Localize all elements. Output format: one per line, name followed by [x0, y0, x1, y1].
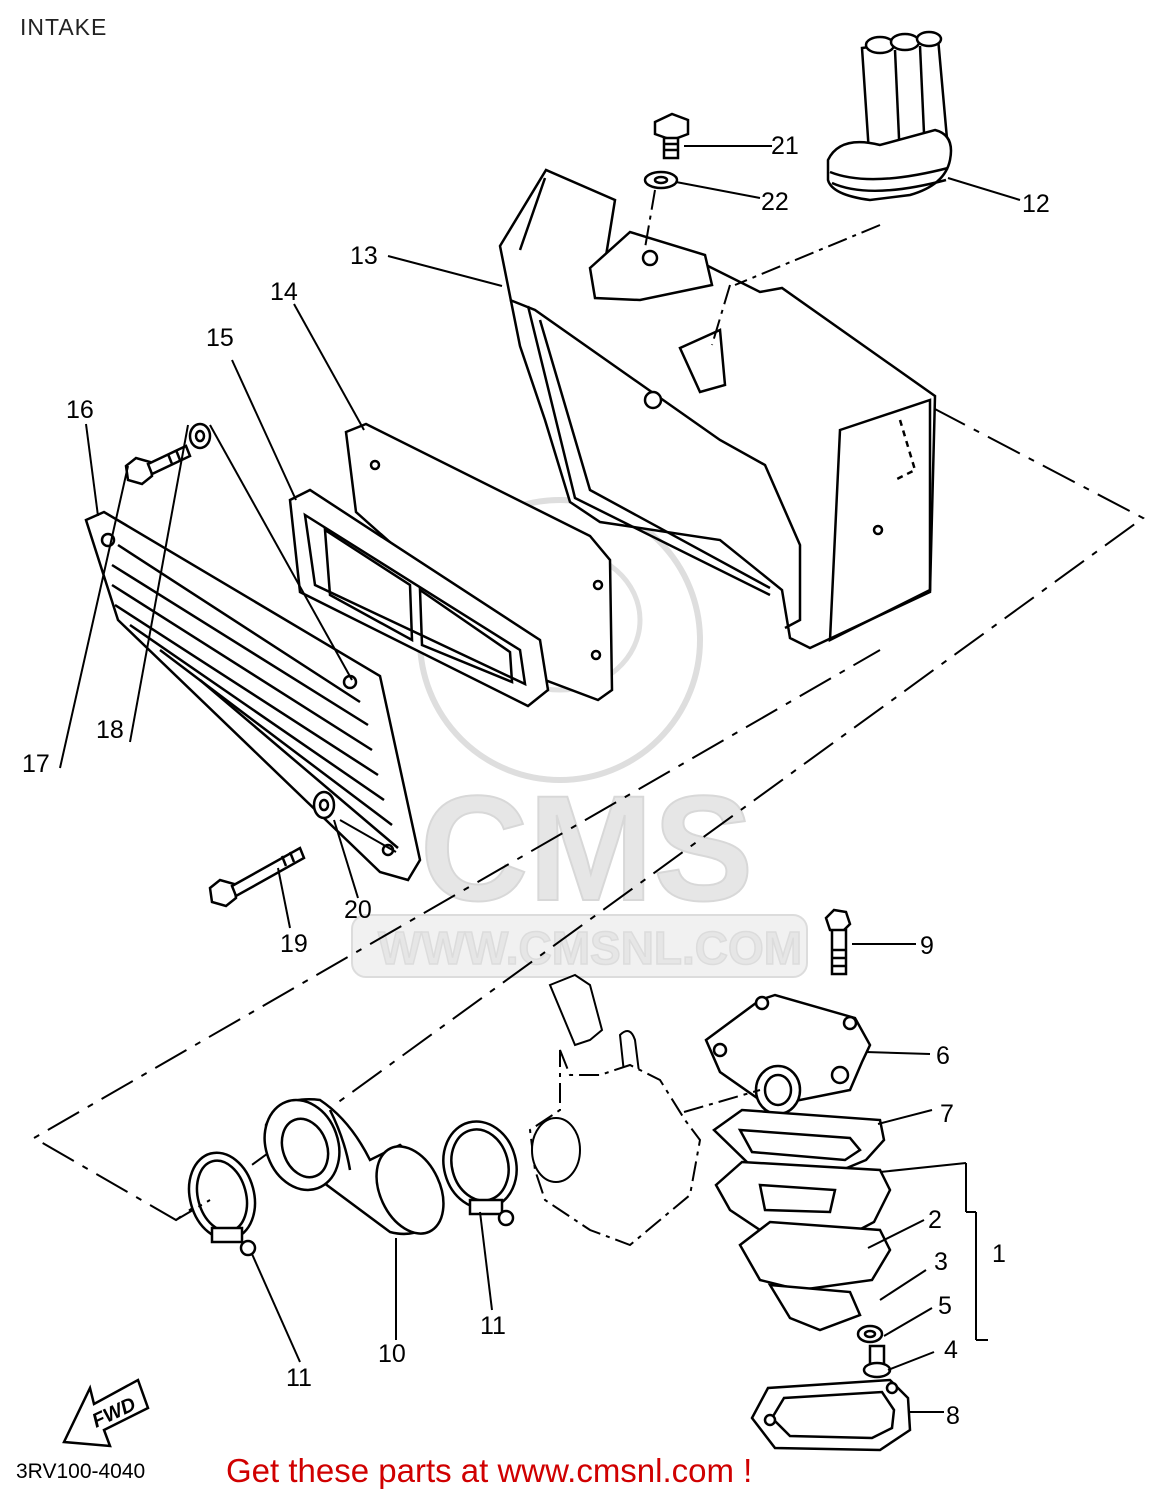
part-7-gasket	[712, 1108, 886, 1172]
carburetor-outline	[528, 973, 702, 1247]
watermark-logo: CMS	[420, 764, 753, 932]
callout-2: 2	[928, 1206, 942, 1234]
part-11-clamp-right	[442, 1120, 518, 1227]
part-19-long-bolt	[208, 846, 306, 908]
callout-17: 17	[22, 750, 50, 778]
callout-18: 18	[96, 716, 124, 744]
callout-11-right: 11	[480, 1312, 506, 1340]
callout-16: 16	[66, 396, 94, 424]
callout-1: 1	[992, 1240, 1006, 1268]
part-4-screw	[862, 1344, 892, 1379]
callout-4: 4	[944, 1336, 958, 1364]
footer-link[interactable]: Get these parts at www.cmsnl.com !	[226, 1452, 753, 1489]
part-20-washer	[312, 790, 336, 820]
page-title: INTAKE	[20, 14, 108, 40]
part-6-carburetor-joint	[704, 993, 872, 1116]
part-16-air-cleaner-cover	[84, 510, 422, 882]
callout-14: 14	[270, 278, 298, 306]
callout-11-left: 11	[286, 1364, 312, 1392]
callout-5: 5	[938, 1292, 952, 1320]
part-11-clamp-left	[187, 1151, 257, 1257]
callout-8: 8	[946, 1402, 960, 1430]
callout-13: 13	[350, 242, 378, 270]
callout-22: 22	[761, 188, 789, 216]
part-13-air-filter-case	[498, 168, 937, 650]
part-15-filter-element	[288, 488, 550, 708]
part-10-intake-boot	[263, 1098, 445, 1236]
part-5-washer	[856, 1324, 884, 1344]
diagram-code: 3RV100-4040	[16, 1460, 146, 1483]
part-12-intake-duct	[826, 30, 953, 202]
callout-15: 15	[206, 324, 234, 352]
callout-12: 12	[1022, 190, 1050, 218]
callout-19: 19	[280, 930, 308, 958]
part-18-washer	[188, 422, 212, 450]
callout-6: 6	[936, 1042, 950, 1070]
callout-7: 7	[940, 1100, 954, 1128]
part-8-gasket	[750, 1378, 912, 1452]
callout-20: 20	[344, 896, 372, 924]
part-1-reed-valve-assembly	[714, 1160, 892, 1332]
fwd-arrow-icon: FWD	[62, 1378, 150, 1448]
callout-labels: 21 22 12 13 14 15 16 18 17 20 19 9 6 7 2…	[22, 132, 1050, 1430]
part-9-bolt	[824, 908, 852, 976]
part-17-bolt	[124, 444, 192, 486]
part-22-washer	[643, 170, 679, 190]
dash-leaders	[175, 189, 881, 1221]
watermark-url: WWW.CMSNL.COM	[378, 922, 802, 974]
part-21-bolt	[653, 112, 690, 160]
callout-9: 9	[920, 932, 934, 960]
callout-21: 21	[771, 132, 799, 160]
leader-lines	[59, 145, 1021, 1413]
callout-10: 10	[378, 1340, 406, 1368]
callout-3: 3	[934, 1248, 948, 1276]
